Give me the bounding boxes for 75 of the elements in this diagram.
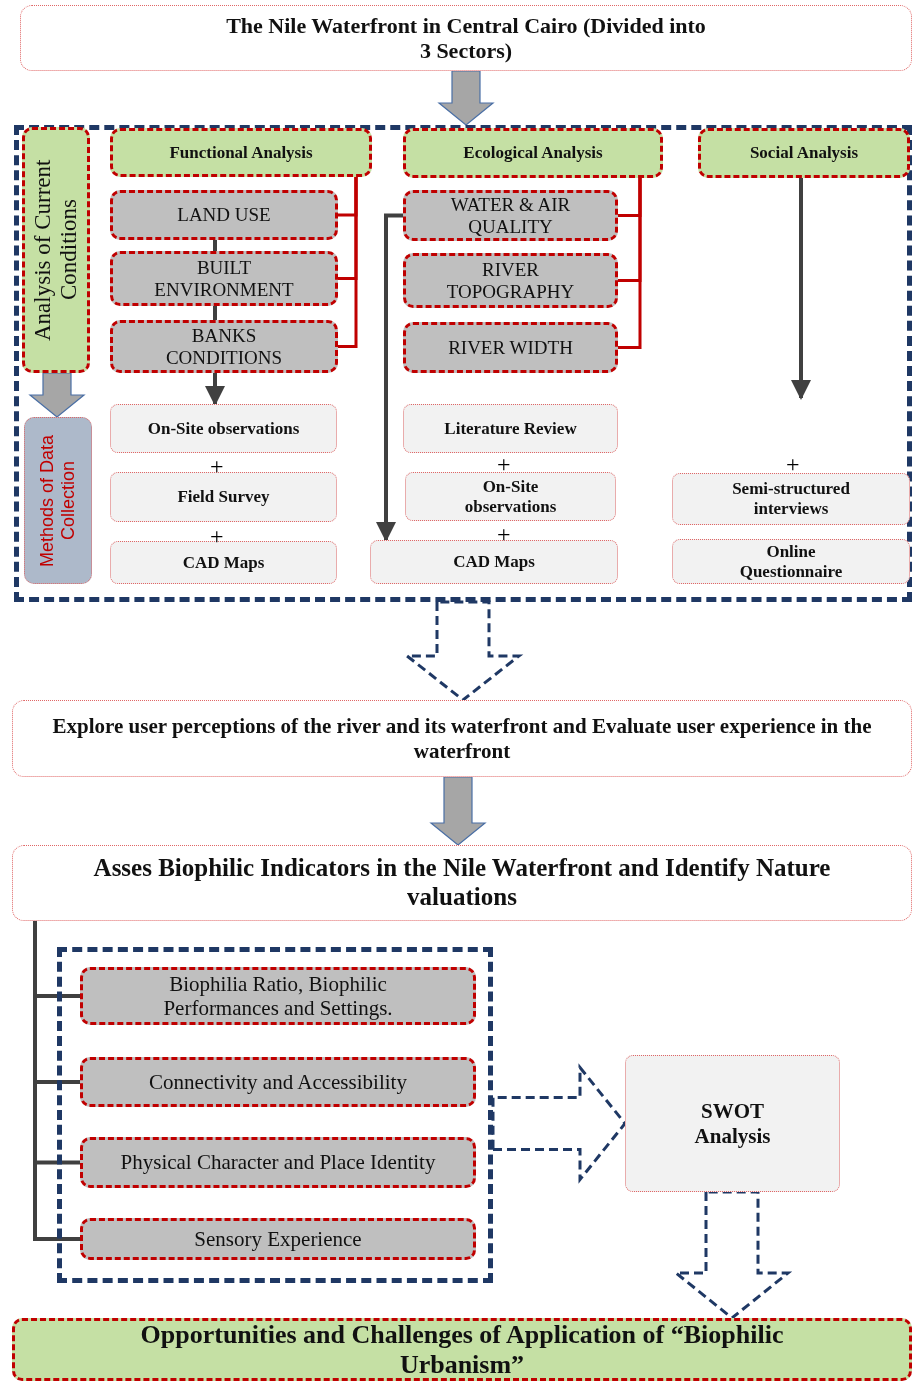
- node-text: Ecological Analysis: [462, 143, 604, 163]
- process-box: [12, 700, 912, 777]
- node-text: Explore user perceptions of the river and its waterfront and Evaluate user experience in the waterfront: [51, 714, 873, 763]
- method-box: [110, 541, 337, 584]
- method-box: [110, 404, 337, 453]
- arrow: [205, 373, 225, 406]
- node-text: Literature Review: [443, 418, 578, 439]
- node-text: Opportunities and Challenges of Application of “Biophilic Urbanism”: [139, 1319, 785, 1380]
- topic-box: [80, 1218, 476, 1260]
- section-label-box: [24, 417, 92, 584]
- node-text: CAD Maps: [452, 552, 536, 572]
- node-text: Sensory Experience: [193, 1226, 363, 1252]
- category-box: [12, 1318, 912, 1381]
- arrow: [791, 178, 811, 400]
- node-text: Methods of Data Collection: [36, 433, 79, 569]
- topic-box: [403, 190, 618, 241]
- node-text: BUILT ENVIRONMENT: [153, 256, 295, 301]
- plus-sign: +: [497, 522, 511, 546]
- node-text: Functional Analysis: [168, 142, 314, 163]
- node-text: Physical Character and Place Identity: [119, 1150, 437, 1175]
- method-box: [403, 404, 618, 453]
- connector-line: [618, 178, 642, 349]
- method-box: [672, 473, 910, 525]
- connector-line: [338, 177, 358, 348]
- topic-box: [403, 253, 618, 308]
- node-text: RIVER WIDTH: [447, 336, 574, 359]
- method-box: [625, 1055, 840, 1192]
- process-box: [12, 845, 912, 921]
- process-box: [20, 5, 912, 71]
- category-box: [110, 128, 372, 177]
- node-text: WATER & AIR QUALITY: [449, 193, 572, 238]
- node-text: On-Site observations: [146, 418, 301, 439]
- method-box: [405, 472, 616, 521]
- node-text: SWOT Analysis: [693, 1099, 772, 1148]
- node-text: Analysis of Current Conditions: [28, 158, 82, 343]
- node-text: Semi-structured interviews: [731, 479, 851, 519]
- plus-sign: +: [786, 452, 800, 476]
- block-arrow: [491, 1063, 627, 1184]
- topic-box: [403, 322, 618, 373]
- category-box: [403, 128, 663, 178]
- node-text: CAD Maps: [181, 552, 266, 573]
- node-text: Social Analysis: [748, 143, 860, 163]
- section-label-box: [22, 127, 90, 373]
- method-box: [110, 472, 337, 522]
- node-text: Asses Biophilic Indicators in the Nile Waterfront and Identify Nature valuations: [92, 854, 832, 912]
- node-text: RIVER TOPOGRAPHY: [445, 258, 576, 303]
- node-text: Biophilia Ratio, Biophilic Performances and Settings.: [162, 971, 394, 1021]
- group-frame: [14, 125, 912, 602]
- plus-sign: +: [210, 524, 224, 548]
- plus-sign: +: [210, 454, 224, 478]
- node-text: BANKS CONDITIONS: [164, 324, 284, 369]
- node-text: Online Questionnaire: [738, 541, 844, 582]
- node-text: Field Survey: [176, 487, 271, 507]
- topic-box: [110, 320, 338, 373]
- connector-line: [213, 306, 217, 320]
- method-box: [370, 540, 618, 584]
- block-arrow: [437, 70, 495, 126]
- group-frame: [57, 947, 493, 1283]
- block-arrow: [28, 372, 86, 418]
- node-text: LAND USE: [176, 204, 272, 226]
- arrow: [376, 213, 403, 542]
- topic-box: [110, 190, 338, 240]
- node-text: On-Site observations: [463, 476, 558, 517]
- connector-line: [33, 921, 80, 1241]
- topic-box: [80, 1137, 476, 1188]
- block-arrow: [429, 776, 487, 846]
- node-text: The Nile Waterfront in Central Cairo (Divided into 3 Sectors): [225, 12, 707, 64]
- topic-box: [80, 1057, 476, 1107]
- node-text: Connectivity and Accessibility: [148, 1069, 408, 1095]
- topic-box: [80, 967, 476, 1025]
- category-box: [698, 128, 910, 178]
- plus-sign: +: [497, 452, 511, 476]
- topic-box: [110, 251, 338, 306]
- connector-line: [213, 240, 217, 251]
- method-box: [672, 539, 910, 584]
